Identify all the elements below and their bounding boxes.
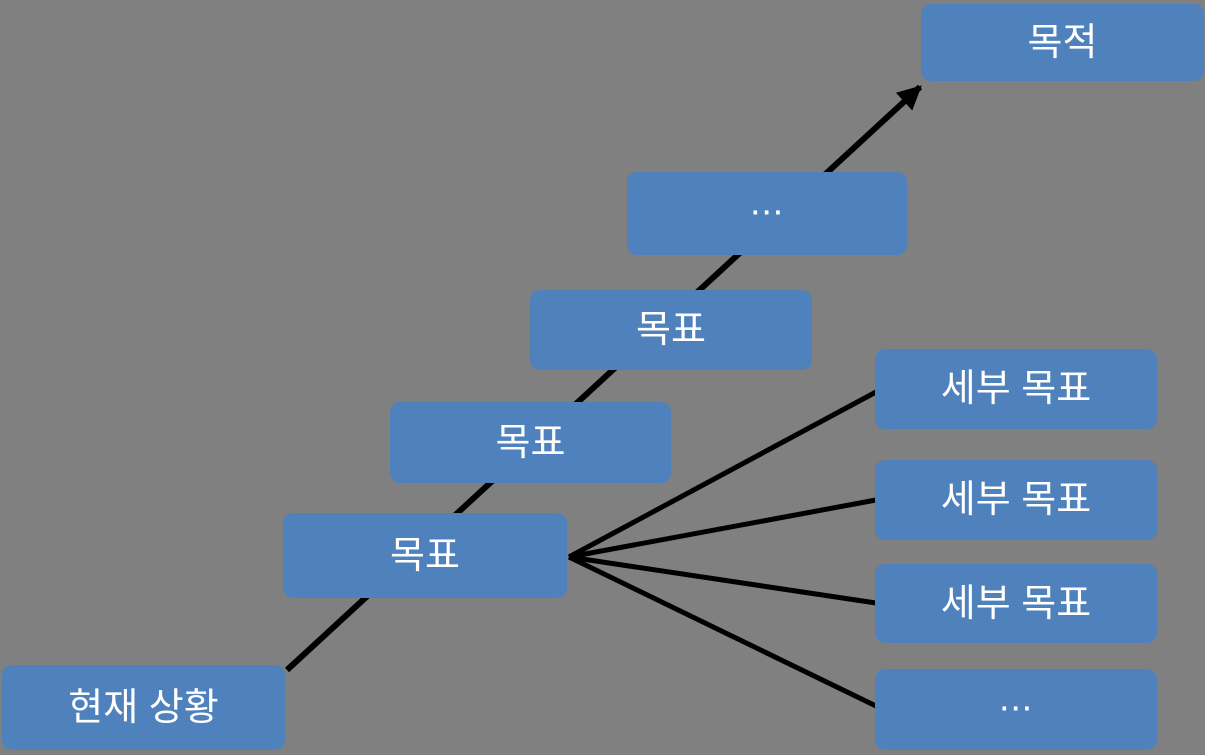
node-ellipsis-chain: ... — [627, 172, 907, 255]
node-ellipsis-sub: ... — [875, 669, 1157, 750]
fan-line-ellipsis-sub — [567, 554, 878, 709]
node-ellipsis-sub-label: ... — [999, 677, 1033, 720]
node-sub-goal-2: 세부 목표 — [875, 460, 1157, 540]
node-goal-mid: 목표 — [390, 402, 671, 483]
node-sub-goal-1-label: 세부 목표 — [940, 368, 1092, 410]
node-current-situation-label: 현재 상황 — [68, 686, 219, 729]
node-goal-hub-label: 목표 — [390, 534, 460, 577]
node-sub-goal-2-label: 세부 목표 — [940, 479, 1092, 521]
fan-line-sub-goal-3 — [568, 554, 877, 606]
node-goal-hub: 목표 — [283, 513, 567, 598]
node-purpose: 목적 — [921, 4, 1204, 81]
node-purpose-label: 목적 — [1027, 21, 1098, 64]
fan-line-sub-goal-2 — [568, 497, 877, 560]
node-sub-goal-3: 세부 목표 — [875, 564, 1157, 643]
node-current-situation: 현재 상황 — [2, 665, 285, 750]
node-goal-upper: 목표 — [530, 290, 812, 370]
node-ellipsis-chain-label: ... — [750, 181, 784, 224]
node-sub-goal-1: 세부 목표 — [875, 349, 1157, 429]
node-goal-upper-label: 목표 — [636, 309, 706, 351]
node-goal-mid-label: 목표 — [495, 421, 566, 464]
node-sub-goal-3-label: 세부 목표 — [940, 582, 1092, 625]
fan-line-sub-goal-1 — [567, 389, 878, 560]
